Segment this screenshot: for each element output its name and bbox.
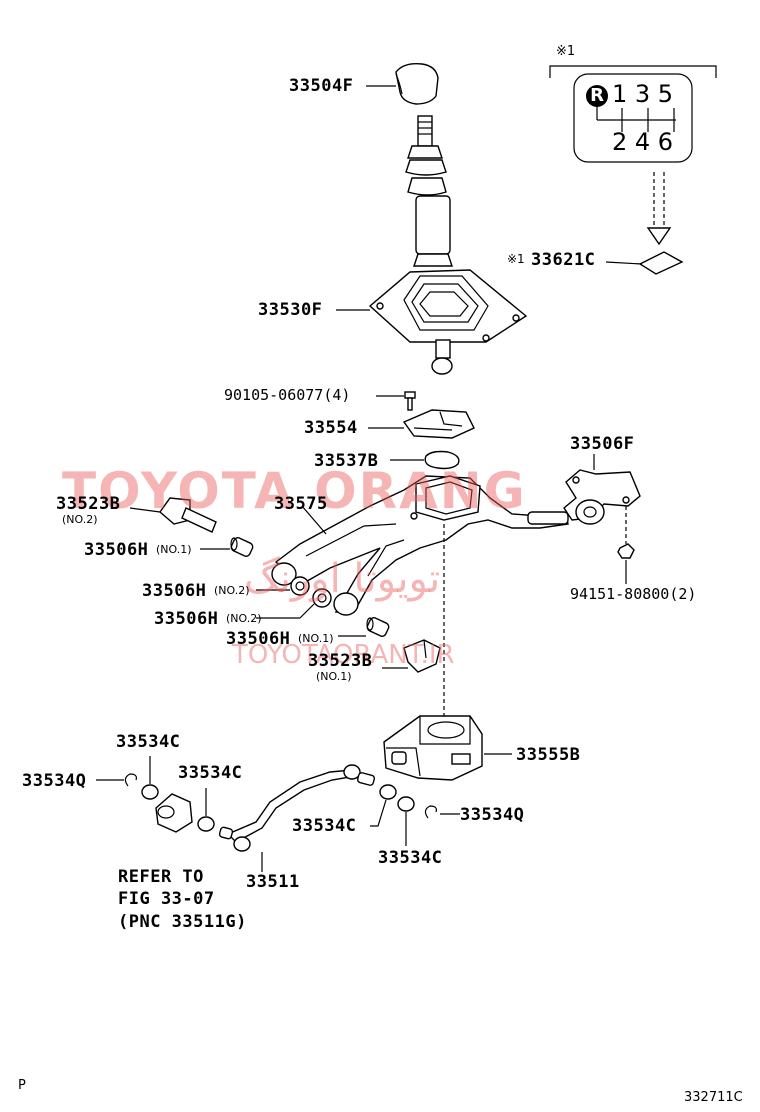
seal-ring [424, 450, 460, 470]
part-label-90105-06077: 90105-06077(4) [224, 386, 351, 404]
retainer-plate [402, 409, 475, 439]
refer-note-line3: (PNC 33511G) [118, 912, 247, 932]
part-label-33506F: 33506F [570, 434, 635, 454]
pin-no1 [403, 639, 441, 673]
part-label-33555B: 33555B [516, 745, 581, 765]
shift-pattern-note-mark: ※1 [556, 44, 576, 59]
shift-housing [383, 715, 483, 781]
shift-boot-base [368, 269, 528, 375]
part-label-33504F: 33504F [289, 76, 354, 96]
bushing-no2-a [290, 576, 310, 596]
support-bracket [563, 469, 641, 525]
part-note-33506H-no2-b: (NO.2) [226, 612, 262, 625]
shift-lever-bracket [274, 475, 569, 613]
label-arrow [646, 172, 672, 246]
bushing-right-b [397, 796, 415, 812]
part-label-33523B-no1: 33523B [308, 651, 373, 671]
part-note-33523B-no1: (NO.1) [316, 670, 352, 683]
part-label-33534C-b: 33534C [178, 763, 243, 783]
gears-bottom-row: 2 4 6 [612, 128, 674, 156]
part-note-33506H-no2-a: (NO.2) [214, 584, 250, 597]
part-label-33534Q-right: 33534Q [460, 805, 525, 825]
part-label-33537B: 33537B [314, 451, 379, 471]
clip-left [124, 773, 137, 787]
part-label-33506H-no1-b: 33506H [226, 629, 291, 649]
part-label-33554: 33554 [304, 418, 358, 438]
part-label-33506H-no2-b: 33506H [154, 609, 219, 629]
refer-note-line2: FIG 33-07 [118, 889, 215, 909]
part-label-94151-80800: 94151-80800(2) [570, 585, 697, 603]
part-label-33506H-no2-a: 33506H [142, 581, 207, 601]
part-label-33523B-no2: 33523B [56, 494, 121, 514]
part-label-33534Q-left: 33534Q [22, 771, 87, 791]
part-label-33511: 33511 [246, 872, 300, 892]
shift-rod [218, 764, 376, 852]
footer-figure-number: 332711C [684, 1090, 743, 1105]
part-label-33621C: 33621C [531, 250, 596, 270]
shift-pattern-label-plate [638, 251, 684, 275]
part-label-33534C-c: 33534C [292, 816, 357, 836]
bolt [404, 391, 416, 411]
bushing-left-a [141, 784, 159, 800]
rod-end-left [155, 793, 193, 833]
shift-lever [405, 115, 453, 267]
reverse-gear-badge: R [590, 85, 604, 106]
bracket-bushings [271, 562, 359, 616]
bushing-right-a [379, 784, 397, 800]
shift-pattern-box [549, 65, 717, 163]
part-note-33506H-no1-b: (NO.1) [298, 632, 334, 645]
bushing-no1-b [366, 617, 390, 637]
pin-no2 [129, 497, 217, 533]
watermark-brand: TOYOTA ORANG [62, 462, 527, 520]
clip-right [424, 805, 437, 819]
part-label-33506H-no1-a: 33506H [84, 540, 149, 560]
nut [617, 506, 635, 584]
bushing-no2-b [312, 588, 332, 608]
watermark-site: TOYOTAORANT.IR [232, 640, 455, 670]
part-note-33523B-no2: (NO.2) [62, 513, 98, 526]
part-label-33534C-d: 33534C [378, 848, 443, 868]
gears-top-row: 1 3 5 [612, 80, 674, 108]
bushing-no1-a [230, 537, 254, 557]
part-note-33506H-no1-a: (NO.1) [156, 543, 192, 556]
part-label-33575: 33575 [274, 494, 328, 514]
part-label-33534C-a: 33534C [116, 732, 181, 752]
refer-note-line1: REFER TO [118, 867, 204, 887]
shift-knob [395, 62, 439, 105]
part-label-33621C-mark: ※1 [507, 252, 525, 266]
part-label-33530F: 33530F [258, 300, 323, 320]
bushing-left-b [197, 816, 215, 832]
watermark-arabic: تويوتا اورنگ [244, 556, 441, 602]
footer-left-code: P [18, 1078, 26, 1093]
